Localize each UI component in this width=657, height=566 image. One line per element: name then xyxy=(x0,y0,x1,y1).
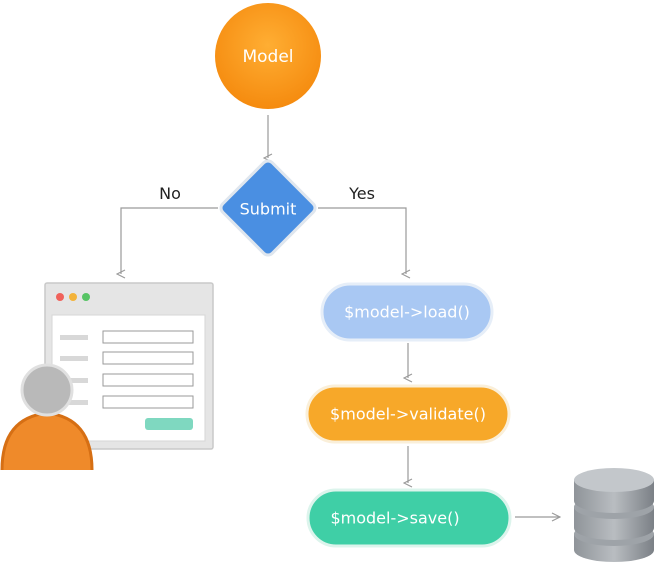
node-load-label: $model->load() xyxy=(344,303,470,322)
edges xyxy=(121,115,560,517)
node-submit-label: Submit xyxy=(240,200,297,219)
node-validate-label: $model->validate() xyxy=(330,405,486,424)
node-validate: $model->validate() xyxy=(305,384,511,444)
node-save-shape xyxy=(306,488,512,548)
user-avatar-icon xyxy=(0,363,94,471)
node-validate-shape xyxy=(305,384,511,444)
edge-label-no: No xyxy=(159,184,181,203)
node-model: Model xyxy=(215,3,321,109)
edge-submit-yes xyxy=(318,207,406,274)
edge-label-yes: Yes xyxy=(348,184,375,203)
form-window-icon xyxy=(44,282,214,450)
edge-submit-no xyxy=(121,207,218,274)
node-model-shape xyxy=(215,3,321,109)
node-save: $model->save() xyxy=(306,488,512,548)
database-icon xyxy=(574,468,654,562)
node-load: $model->load() xyxy=(320,282,494,342)
node-submit: Submit xyxy=(219,159,317,257)
node-submit-shape xyxy=(219,159,317,257)
node-model-label: Model xyxy=(242,47,293,67)
node-save-label: $model->save() xyxy=(330,509,459,528)
node-load-shape xyxy=(320,282,494,342)
